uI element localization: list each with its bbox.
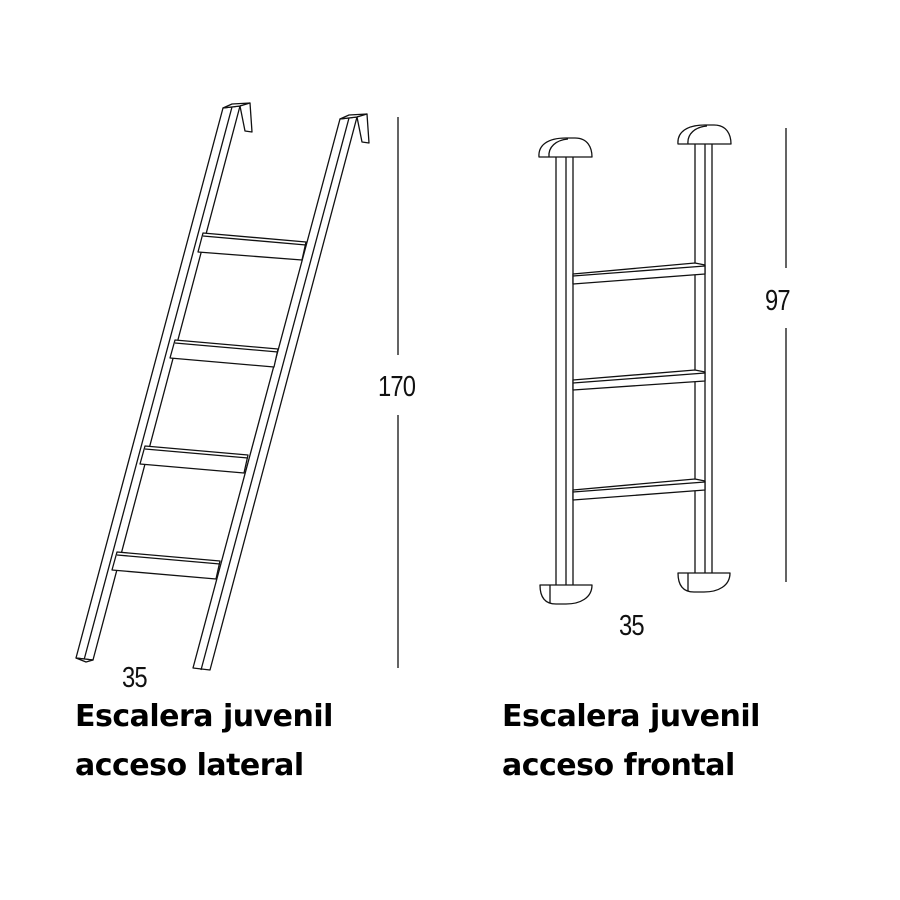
- lateral-height-label: 170: [378, 371, 416, 403]
- frontal-width-label: 35: [619, 610, 645, 642]
- frontal-rungs: [572, 262, 706, 501]
- lateral-ladder-caption: Escalera juvenil acceso lateral: [75, 692, 333, 790]
- lateral-caption-line2: acceso lateral: [75, 748, 304, 783]
- lateral-left-rail: [75, 102, 253, 663]
- frontal-bottom-feet: [539, 572, 731, 605]
- lateral-right-rail: [192, 113, 370, 671]
- frontal-top-caps: [538, 124, 732, 158]
- frontal-ladder-caption: Escalera juvenil acceso frontal: [502, 692, 760, 790]
- frontal-ladder: [538, 124, 732, 605]
- frontal-right-post: [694, 142, 713, 577]
- frontal-caption-line2: acceso frontal: [502, 748, 735, 783]
- lateral-rungs: [111, 232, 307, 580]
- lateral-ladder: [75, 102, 370, 671]
- frontal-height-label: 97: [765, 285, 791, 317]
- lateral-width-label: 35: [122, 662, 148, 694]
- frontal-caption-line1: Escalera juvenil: [502, 699, 760, 734]
- lateral-caption-line1: Escalera juvenil: [75, 699, 333, 734]
- frontal-left-post: [555, 155, 574, 589]
